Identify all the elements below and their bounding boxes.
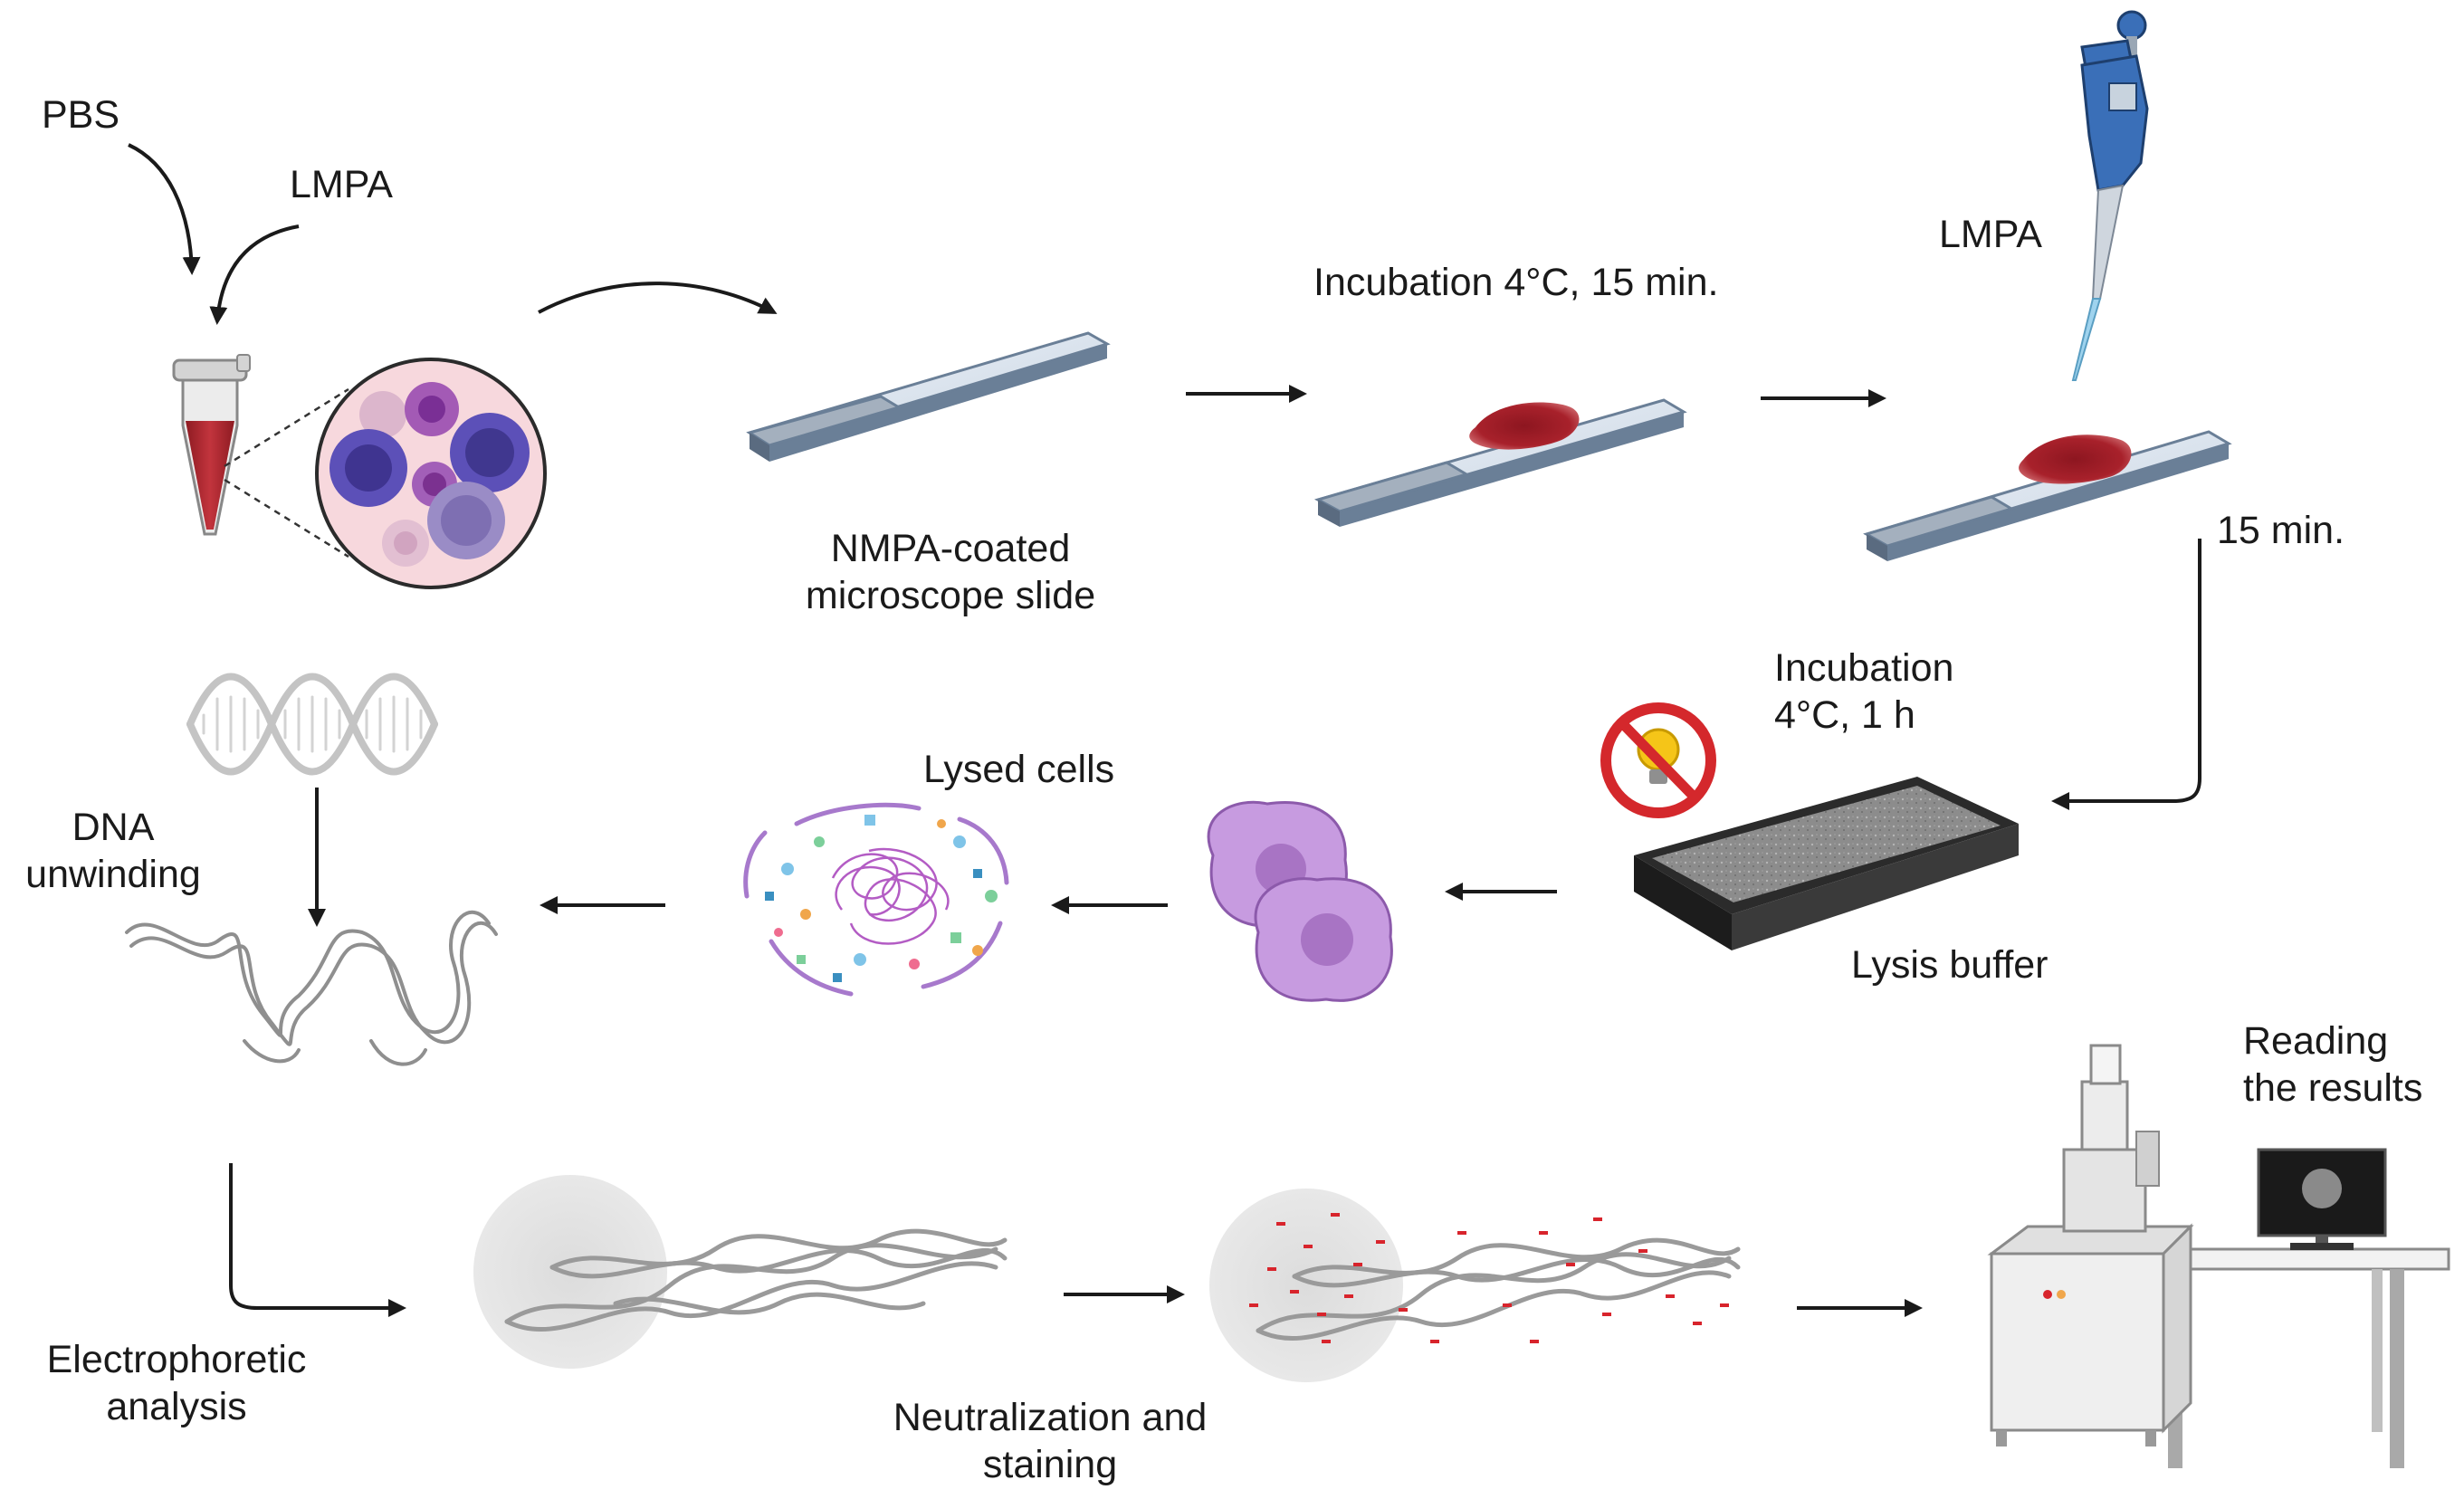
reading-results-line2: the results (2243, 1066, 2423, 1110)
microscope-slide-icon (1314, 398, 1687, 527)
pbs-label: PBS (42, 93, 120, 137)
lysis-buffer-label: Lysis buffer (1851, 943, 2049, 987)
incubation-1h-label: Incubation 4°C, 1 h (1774, 644, 1953, 739)
reading-results-label: Reading the results (2243, 1017, 2422, 1112)
electrophoretic-line1: Electrophoretic (46, 1338, 307, 1381)
dna-unwinding-label: DNA unwinding (9, 804, 217, 898)
dna-unwinding-line1: DNA (72, 806, 155, 849)
unwound-dna-icon (125, 910, 498, 1066)
dna-unwinding-line2: unwinding (25, 853, 201, 896)
dna-helix-icon (186, 673, 438, 776)
microtube-icon (172, 354, 251, 536)
cell-sample-icon (315, 358, 547, 589)
time-15-label: 15 min. (2217, 509, 2345, 552)
slide-label: NMPA-coated microscope slide (733, 525, 1168, 619)
reading-results-line1: Reading (2243, 1019, 2389, 1063)
lmpa-label: LMPA (290, 163, 393, 206)
neutralization-line1: Neutralization and (893, 1396, 1208, 1439)
comet-icon (473, 1175, 1008, 1369)
lysed-cells-label: Lysed cells (923, 748, 1115, 791)
microscope-slide-icon (746, 331, 1111, 462)
electrophoretic-label: Electrophoretic analysis (18, 1336, 335, 1430)
cells-icon (1207, 800, 1393, 1002)
microscope-workstation-icon (1987, 1044, 2450, 1468)
no-light-icon (1600, 702, 1716, 818)
stained-comet-icon (1209, 1189, 1741, 1382)
zoom-lines (224, 387, 349, 559)
lmpa-label-2: LMPA (1939, 213, 2042, 256)
neutralization-label: Neutralization and staining (833, 1394, 1267, 1488)
pipette-icon (2071, 10, 2149, 381)
arrow-icon (128, 143, 2201, 1317)
incubation-15-label: Incubation 4°C, 15 min. (1313, 261, 1719, 304)
slide-label-line1: NMPA-coated (830, 527, 1071, 570)
slide-label-line2: microscope slide (805, 574, 1096, 617)
lysed-cells-icon (743, 802, 1009, 997)
lysis-tray-icon (1634, 777, 2019, 950)
incubation-1h-line2: 4°C, 1 h (1774, 693, 1915, 737)
incubation-1h-line1: Incubation (1774, 646, 1954, 690)
electrophoretic-line2: analysis (106, 1385, 247, 1428)
microscope-slide-icon (1863, 430, 2232, 561)
neutralization-line2: staining (982, 1443, 1118, 1486)
